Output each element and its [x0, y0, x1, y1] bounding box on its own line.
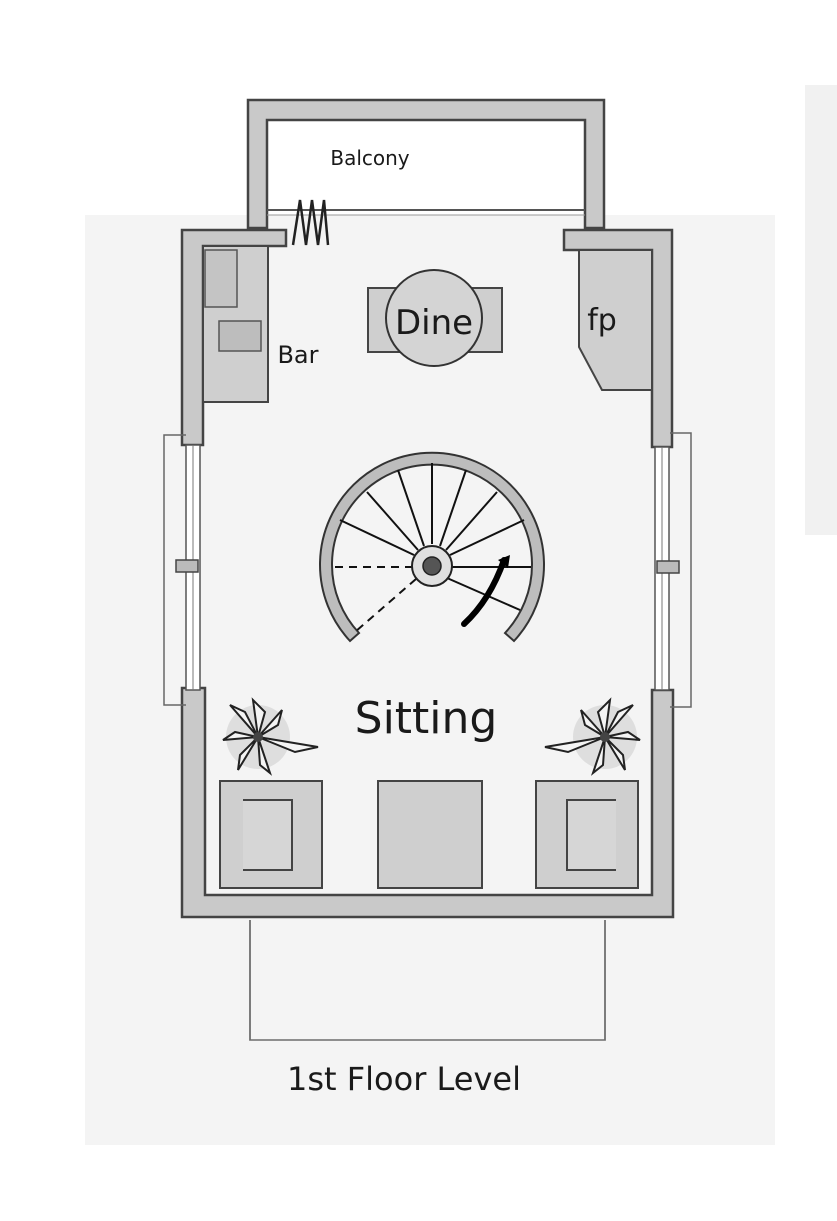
right-window: [654, 432, 692, 708]
spiral-staircase-icon: [319, 451, 545, 643]
potted-plant-right: [544, 697, 641, 776]
sitting-label: Sitting: [355, 693, 498, 744]
balcony-label: Balcony: [330, 146, 409, 170]
potted-plant-left: [222, 697, 319, 776]
balcony-frame: [246, 98, 606, 230]
paper-smudge: [805, 85, 837, 535]
bar-label: Bar: [277, 341, 318, 369]
lower-deck-outline: [249, 920, 606, 1041]
dining-table: [367, 269, 503, 367]
armchair-left: [219, 780, 323, 889]
fireplace-label: fp: [587, 303, 617, 338]
floor-title: 1st Floor Level: [287, 1060, 521, 1098]
armchair-right: [535, 780, 639, 889]
folding-ladder-icon: [291, 199, 330, 246]
coffee-table: [377, 780, 483, 889]
left-window: [163, 434, 201, 706]
fireplace: [578, 249, 653, 391]
bar-counter: [202, 245, 269, 403]
dine-label: Dine: [395, 303, 473, 343]
